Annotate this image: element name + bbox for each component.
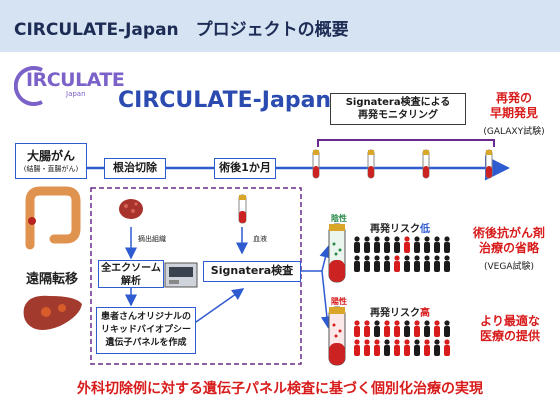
person-icon <box>394 255 400 272</box>
page-title: CIRCULATE-Japan プロジェクトの概要 <box>14 20 349 40</box>
person-icon <box>404 339 410 356</box>
panel-box: 患者さんオリジナルの リキッドバイオプシー 遺伝子パネルを作成 <box>96 307 196 354</box>
positive-risk-prefix: 再発リスク <box>370 308 420 319</box>
person-icon <box>374 320 380 337</box>
colorectal-box: 大腸がん (結腸・直腸がん) <box>15 143 87 179</box>
signatera-test-label: Signatera検査 <box>210 264 294 277</box>
person-icon <box>384 255 390 272</box>
person-icon <box>444 320 450 337</box>
postop-step-box: 術後1か月 <box>214 158 276 179</box>
person-icon <box>394 320 400 337</box>
person-icon <box>354 255 360 272</box>
person-icon <box>414 255 420 272</box>
outcome-early-sub: (GALAXY試験) <box>483 127 545 137</box>
negative-risk-prefix: 再発リスク <box>370 224 420 235</box>
person-icon <box>414 236 420 253</box>
logo-sub: Japan <box>66 90 86 98</box>
surgery-step-label: 根治切除 <box>113 161 157 174</box>
person-icon <box>384 320 390 337</box>
person-icon <box>364 339 370 356</box>
signatera-test-box: Signatera検査 <box>203 261 301 282</box>
person-icon <box>424 236 430 253</box>
tube-icon <box>422 149 430 179</box>
sequencer-icon <box>164 262 198 288</box>
outcome-omit-sub: (VEGA試験) <box>484 262 534 272</box>
negative-risk-label: 再発リスク低 <box>370 220 430 235</box>
person-icon <box>424 255 430 272</box>
person-icon <box>404 255 410 272</box>
person-icon <box>354 339 360 356</box>
person-icon <box>404 320 410 337</box>
person-icon <box>434 339 440 356</box>
person-icon <box>424 339 430 356</box>
person-icon <box>374 339 380 356</box>
person-icon <box>354 320 360 337</box>
person-icon <box>434 236 440 253</box>
positive-tube-icon <box>328 306 346 366</box>
colon-icon <box>25 186 81 250</box>
main-title: CIRCULATE-Japan <box>118 88 332 113</box>
person-icon <box>404 236 410 253</box>
person-icon <box>444 339 450 356</box>
tissue-icon <box>119 199 143 219</box>
panel-label: 患者さんオリジナルの リキッドバイオプシー 遺伝子パネルを作成 <box>100 312 191 348</box>
positive-risk-label: 再発リスク高 <box>370 304 430 319</box>
person-icon <box>434 255 440 272</box>
tube-icon <box>367 149 375 179</box>
metastasis-label: 遠隔転移 <box>25 272 78 287</box>
blood-label: 血液 <box>253 235 267 243</box>
logo-text: IRCULATE <box>26 69 125 91</box>
signatera-monitoring-box: Signatera検査による 再発モニタリング <box>330 93 466 125</box>
negative-people-grid <box>354 236 450 272</box>
negative-tube-icon <box>328 223 346 283</box>
colorectal-title: 大腸がん <box>26 149 75 163</box>
footer-statement: 外科切除例に対する遺伝子パネル検査に基づく個別化治療の実現 <box>77 381 483 397</box>
monitoring-bracket <box>317 139 495 147</box>
colorectal-sub: (結腸・直腸がん) <box>23 165 79 173</box>
negative-risk-level: 低 <box>420 224 430 235</box>
negative-label: 陰性 <box>331 214 347 223</box>
monitoring-tubes <box>312 149 493 179</box>
outcome-early-title: 再発の 早期発見 <box>489 91 538 120</box>
postop-step-label: 術後1か月 <box>219 161 271 174</box>
outcome-omit-title: 術後抗がん剤 治療の省略 <box>472 226 545 255</box>
person-icon <box>384 339 390 356</box>
person-icon <box>374 236 380 253</box>
blood-tube-icon <box>238 194 247 224</box>
person-icon <box>384 236 390 253</box>
person-icon <box>354 236 360 253</box>
person-icon <box>364 320 370 337</box>
tube-icon <box>485 149 493 179</box>
person-icon <box>364 236 370 253</box>
liver-icon <box>23 295 83 330</box>
person-icon <box>364 255 370 272</box>
analysis-dashed-box <box>90 187 302 365</box>
person-icon <box>414 320 420 337</box>
header-bar <box>0 0 560 52</box>
surgery-step-box: 根治切除 <box>104 158 166 179</box>
person-icon <box>394 339 400 356</box>
person-icon <box>444 255 450 272</box>
person-icon <box>394 236 400 253</box>
positive-risk-level: 高 <box>420 308 430 319</box>
exome-box: 全エクソーム 解析 <box>98 260 164 288</box>
logo-c-mark <box>14 66 43 106</box>
person-icon <box>374 255 380 272</box>
signatera-monitoring-label: Signatera検査による 再発モニタリング <box>345 97 451 121</box>
tissue-label: 摘出組織 <box>138 235 166 243</box>
positive-people-grid <box>354 320 450 356</box>
person-icon <box>424 320 430 337</box>
person-icon <box>434 320 440 337</box>
outcome-optimal-title: より最適な 医療の提供 <box>479 314 540 343</box>
person-icon <box>444 236 450 253</box>
positive-label: 陽性 <box>331 297 347 306</box>
person-icon <box>414 339 420 356</box>
tube-icon <box>312 149 320 179</box>
exome-label: 全エクソーム 解析 <box>101 263 161 287</box>
